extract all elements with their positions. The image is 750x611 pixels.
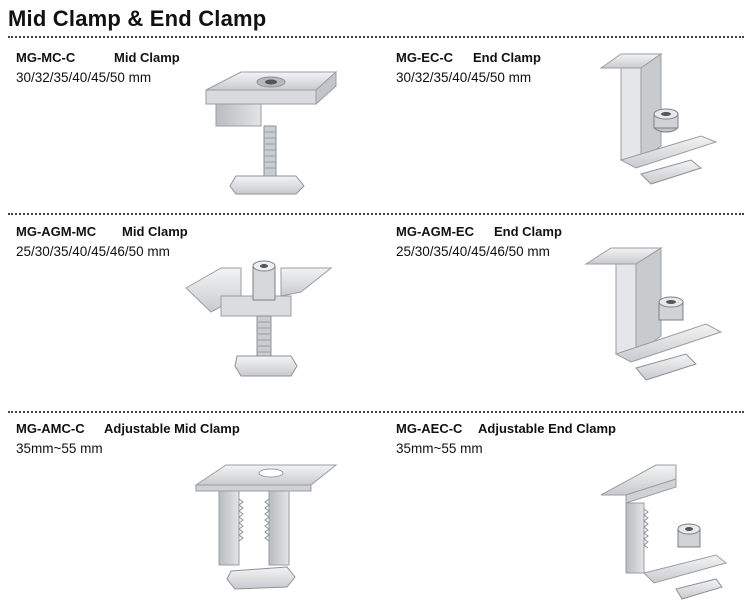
- page-title: Mid Clamp & End Clamp: [8, 6, 267, 31]
- product-mg-amc-c: MG-AMC-C Adjustable Mid Clamp 35mm~55 mm: [16, 421, 376, 611]
- product-mg-agm-mc: MG-AGM-MC Mid Clamp 25/30/35/40/45/46/50…: [16, 224, 376, 414]
- product-code: MG-EC-C: [396, 50, 454, 65]
- end-clamp-icon: [584, 247, 723, 381]
- product-sizes: 25/30/35/40/45/46/50 mm: [396, 244, 550, 259]
- product-name: Adjustable Mid Clamp: [104, 421, 240, 436]
- product-sizes: 35mm~55 mm: [16, 441, 103, 456]
- product-mg-agm-ec: MG-AGM-EC End Clamp 25/30/35/40/45/46/50…: [396, 224, 750, 414]
- adjustable-end-clamp-icon: [600, 464, 728, 600]
- product-code: MG-AGM-EC: [396, 224, 474, 239]
- row-divider-2: [8, 411, 744, 413]
- product-sizes: 25/30/35/40/45/46/50 mm: [16, 244, 170, 259]
- product-code: MG-AEC-C: [396, 421, 463, 436]
- product-sizes: 30/32/35/40/45/50 mm: [16, 70, 152, 85]
- adjustable-mid-clamp-icon: [194, 464, 338, 590]
- end-clamp-icon: [599, 53, 718, 185]
- title-divider: [8, 36, 744, 38]
- product-code: MG-MC-C: [16, 50, 76, 65]
- mid-clamp-icon: [205, 70, 338, 195]
- product-name: Mid Clamp: [122, 224, 188, 239]
- product-mg-aec-c: MG-AEC-C Adjustable End Clamp 35mm~55 mm: [396, 421, 750, 611]
- product-mg-ec-c: MG-EC-C End Clamp 30/32/35/40/45/50 mm: [396, 50, 750, 240]
- product-name: Mid Clamp: [114, 50, 180, 65]
- product-code: MG-AMC-C: [16, 421, 85, 436]
- product-sizes: 35mm~55 mm: [396, 441, 483, 456]
- row-divider-1: [8, 213, 744, 215]
- product-name: Adjustable End Clamp: [478, 421, 616, 436]
- mid-clamp-icon: [185, 260, 333, 377]
- product-name: End Clamp: [473, 50, 541, 65]
- product-sizes: 30/32/35/40/45/50 mm: [396, 70, 532, 85]
- product-name: End Clamp: [494, 224, 562, 239]
- product-mg-mc-c: MG-MC-C Mid Clamp 30/32/35/40/45/50 mm: [16, 50, 376, 240]
- product-code: MG-AGM-MC: [16, 224, 97, 239]
